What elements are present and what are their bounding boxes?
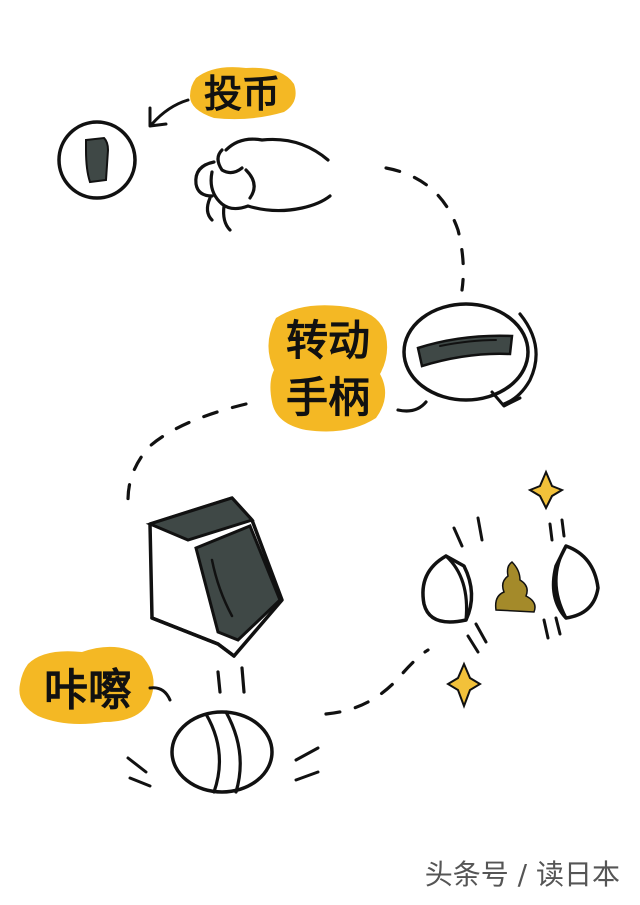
label-blob-sound: [19, 646, 154, 724]
path-capsule-to-opened: [324, 648, 430, 716]
path-hand-to-handle: [384, 166, 465, 292]
sparkle-icon-bottom: [446, 661, 482, 709]
label-turn-handle-line1: 转动: [286, 316, 370, 365]
drop-line-right: [240, 666, 246, 694]
sparkle-icon-top: [527, 469, 565, 511]
capsule-machine-icon: [145, 496, 284, 658]
capsule-icon: [170, 710, 274, 794]
path-handle-to-machine: [126, 402, 248, 502]
arrow-to-coin-icon: [148, 98, 190, 128]
opened-capsule-right-icon: [551, 544, 600, 620]
poop-toy-icon: [494, 561, 536, 613]
hand-icon: [194, 137, 332, 232]
label-blob-turn-handle: [268, 305, 388, 432]
label-insert-coin: 投币: [204, 72, 280, 116]
label-blob-insert-coin: [190, 67, 296, 120]
label-sound: 咔嚓: [44, 665, 132, 716]
drop-line-left: [216, 670, 222, 694]
turn-handle-icon: [396, 302, 538, 413]
label-turn-handle-line2: 手柄: [286, 373, 370, 422]
watermark-text: 头条号 / 读日本: [425, 858, 620, 891]
coin-icon: [57, 120, 137, 200]
opened-capsule-left-icon: [421, 554, 474, 624]
